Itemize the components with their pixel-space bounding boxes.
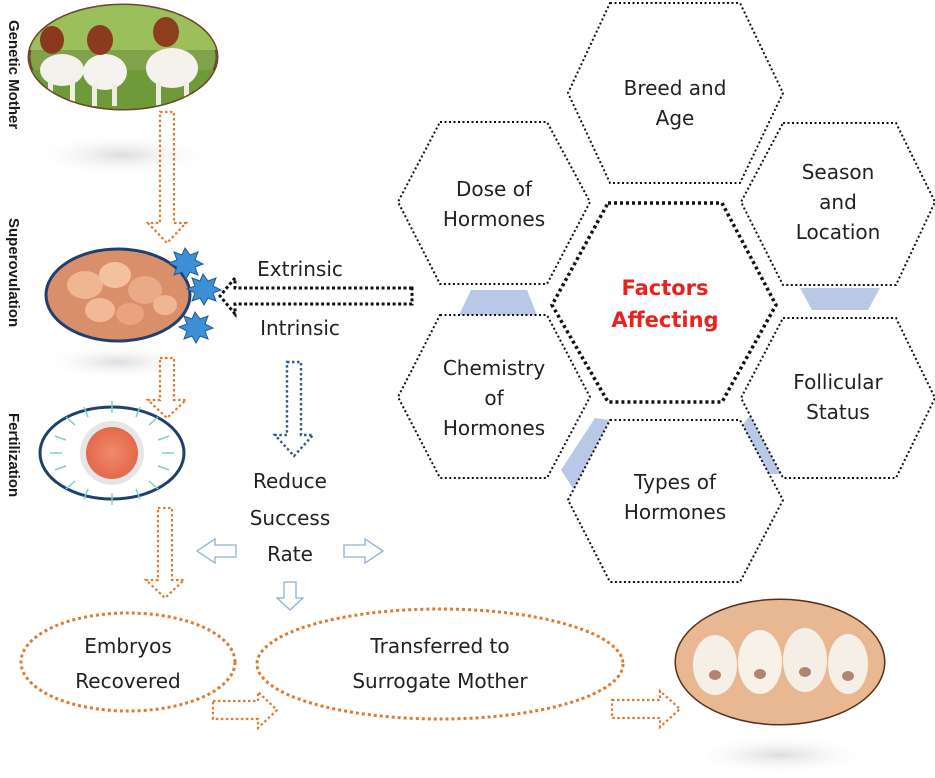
extrinsic-intrinsic-arrow bbox=[218, 273, 414, 319]
light-blue-arrows bbox=[195, 537, 385, 611]
hex-dose-line2: Hormones bbox=[442, 207, 546, 231]
text-reduce: Reduce bbox=[253, 469, 327, 493]
superovulation-burst-icons bbox=[167, 246, 223, 345]
oval-transfer-line1: Transferred to bbox=[370, 634, 510, 658]
text-success: Success bbox=[249, 506, 331, 530]
hex-breed bbox=[566, 1, 785, 184]
oval-embryos-line1: Embryos bbox=[84, 634, 172, 658]
hex-types-line2: Hormones bbox=[623, 500, 727, 524]
shadow-mother bbox=[27, 133, 217, 177]
ovary-image bbox=[44, 247, 192, 343]
hex-dose bbox=[396, 121, 592, 285]
hex-foll-line1: Follicular bbox=[793, 370, 883, 394]
shadow-superovulation bbox=[38, 344, 198, 380]
hex-season-line2: and bbox=[819, 190, 857, 214]
hex-chem-line1: Chemistry bbox=[442, 356, 546, 380]
shadow-kids bbox=[685, 735, 875, 775]
hex-types-line1: Types of bbox=[634, 470, 716, 494]
hex-foll-line2: Status bbox=[806, 400, 870, 424]
egg-cell-image bbox=[38, 401, 186, 505]
hex-foll bbox=[739, 317, 935, 479]
orange-flow-arrows bbox=[143, 110, 682, 731]
label-superovulation: Superovulation bbox=[5, 218, 22, 328]
hex-types bbox=[566, 419, 785, 583]
hex-chem-line2: of bbox=[484, 386, 504, 410]
center-factors: Factors bbox=[621, 276, 709, 300]
hex-chem-line3: Hormones bbox=[442, 416, 546, 440]
label-genetic-mother: Genetic Mother bbox=[5, 20, 22, 130]
result-ovals bbox=[19, 607, 625, 721]
label-fertilization: Fertilization bbox=[5, 413, 22, 498]
hex-dose-line1: Dose of bbox=[456, 177, 532, 201]
hex-season bbox=[739, 122, 935, 286]
reduce-down-arrow bbox=[272, 360, 316, 458]
hex-chem bbox=[396, 314, 592, 479]
factor-hexagons bbox=[396, 1, 935, 583]
center-affecting: Affecting bbox=[611, 308, 719, 332]
oval-embryos-line2: Recovered bbox=[75, 669, 181, 693]
hex-season-line3: Location bbox=[795, 220, 881, 244]
hex-center bbox=[549, 201, 778, 404]
goat-kids-image bbox=[674, 598, 886, 726]
goats-mother-image bbox=[27, 3, 219, 111]
oval-embryos bbox=[19, 611, 237, 713]
hex-breed-line1: Breed and bbox=[623, 76, 727, 100]
text-rate: Rate bbox=[267, 542, 313, 566]
oval-transfer-line2: Surrogate Mother bbox=[352, 669, 528, 693]
text-extrinsic: Extrinsic bbox=[257, 257, 343, 281]
text-intrinsic: Intrinsic bbox=[260, 316, 340, 340]
oval-transfer bbox=[255, 607, 625, 721]
hex-breed-line2: Age bbox=[655, 106, 695, 130]
hex-season-line1: Season bbox=[801, 160, 875, 184]
